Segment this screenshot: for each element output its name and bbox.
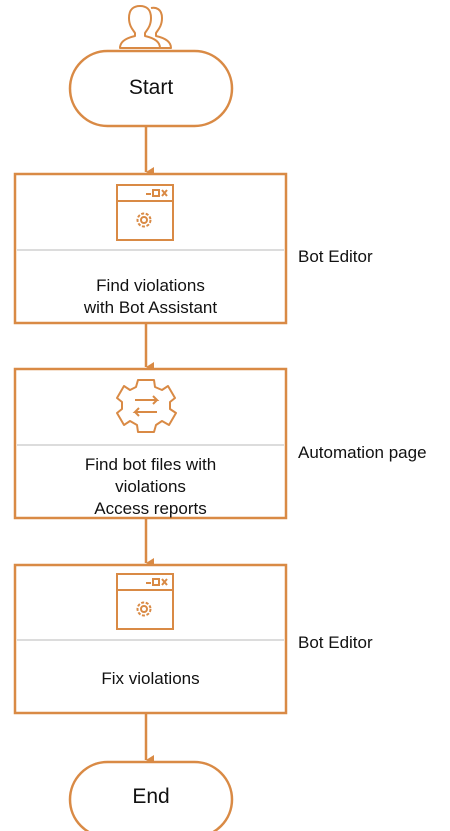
step-1-line-1: Find violations <box>96 276 205 295</box>
step-box-1 <box>13 172 288 325</box>
start-terminal <box>68 49 234 128</box>
end-terminal <box>68 760 234 831</box>
step-2-line-3: Access reports <box>94 499 207 518</box>
step-1-text: Find violations with Bot Assistant <box>17 275 284 319</box>
step-box-2 <box>13 367 288 520</box>
step-1-line-2: with Bot Assistant <box>83 298 218 317</box>
users-icon <box>119 5 172 49</box>
step-2-line-2: violations <box>115 477 186 496</box>
step-2-line-1: Find bot files with <box>84 455 217 474</box>
step-3-side-label: Bot Editor <box>298 633 373 652</box>
start-label: Start <box>128 76 174 99</box>
step-2-text: Find bot files with violations Access re… <box>17 454 284 520</box>
step-3-text: Fix violations <box>17 668 284 690</box>
gear-sync-icon <box>116 379 177 433</box>
end-label: End <box>132 785 170 808</box>
window-gear-icon <box>116 184 174 241</box>
step-3-line-1: Fix violations <box>101 669 200 688</box>
step-2-side-label: Automation page <box>298 443 427 462</box>
window-gear-icon <box>116 573 174 630</box>
step-box-3 <box>13 563 288 715</box>
step-1-side-label: Bot Editor <box>298 247 373 266</box>
